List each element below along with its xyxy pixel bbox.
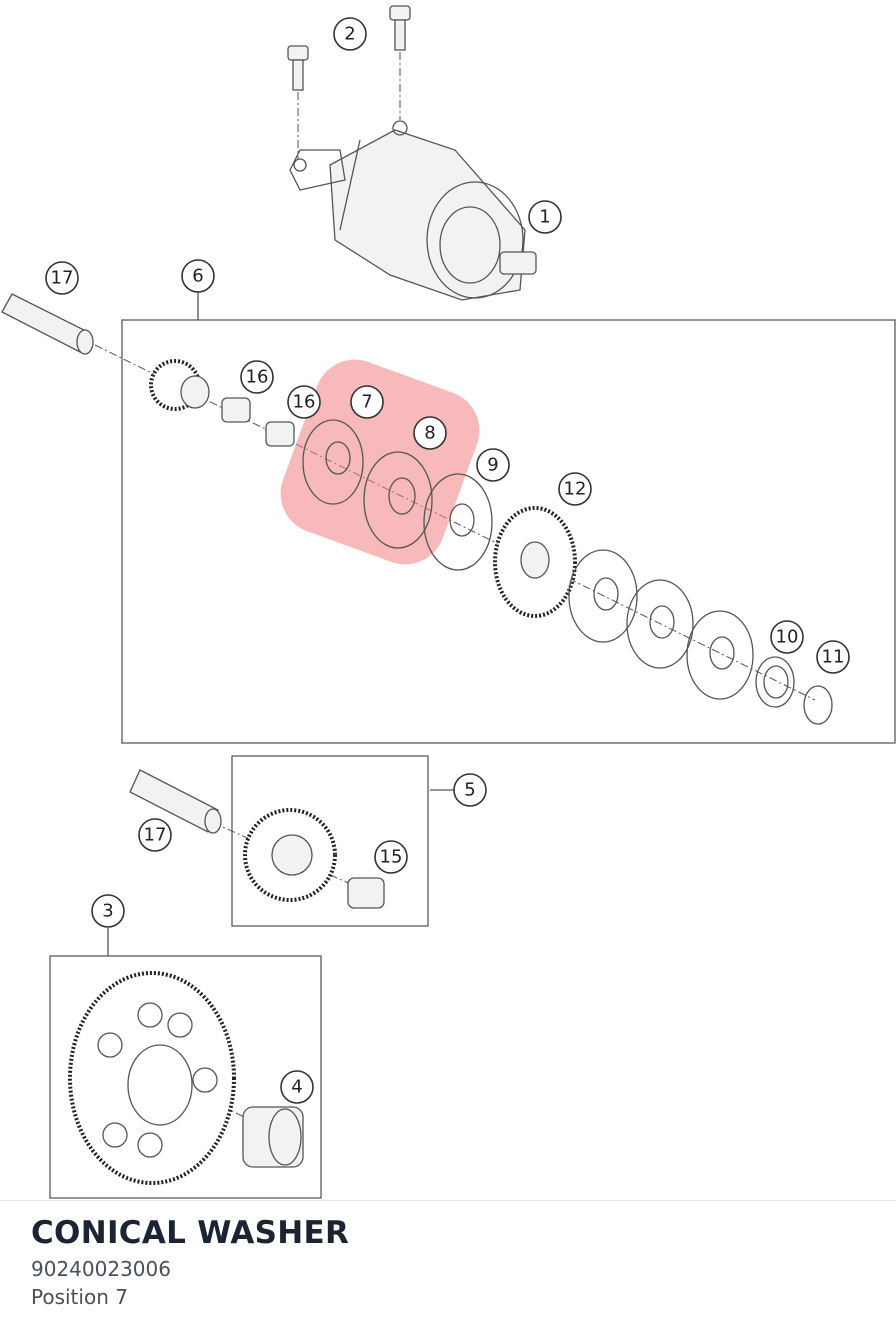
callout-5[interactable]: 5 [453,773,487,807]
callout-7[interactable]: 7 [350,385,384,419]
svg-text:7: 7 [361,392,372,413]
callout-12[interactable]: 12 [558,472,592,506]
svg-text:11: 11 [822,647,845,668]
conical-washer-7[interactable] [302,419,364,505]
pin-17-top[interactable] [1,293,94,355]
callout-16b[interactable]: 16 [287,385,321,419]
callout-15[interactable]: 15 [374,840,408,874]
callout-10[interactable]: 10 [770,620,804,654]
callout-17-top[interactable]: 17 [45,261,79,295]
svg-text:16: 16 [246,367,269,388]
washer-b[interactable] [626,579,694,669]
gear-group-5[interactable] [243,808,337,902]
group-box-3 [49,955,322,1199]
svg-text:15: 15 [380,847,403,868]
circlip-11[interactable] [803,685,833,725]
group-box-6 [121,319,896,744]
bolt-left[interactable] [287,45,309,160]
exploded-parts-diagram: 1 2 17 6 16 16 7 8 9 12 10 11 5 17 15 3 … [1,5,896,1199]
washer-c[interactable] [686,610,754,700]
svg-text:9: 9 [487,455,498,476]
washer-a[interactable] [568,549,638,643]
svg-text:8: 8 [424,423,435,444]
callout-3[interactable]: 3 [91,894,125,928]
needle-bearing-16a[interactable] [221,397,251,423]
svg-text:1: 1 [539,207,550,228]
svg-text:6: 6 [192,266,203,287]
callout-16a[interactable]: 16 [240,360,274,394]
assembly-axis [94,344,816,701]
callout-9[interactable]: 9 [476,448,510,482]
group-box-5 [231,755,429,927]
svg-text:4: 4 [291,1077,302,1098]
pin-17-bottom[interactable] [129,769,222,834]
pinion-gear[interactable] [149,359,210,411]
needle-bearing-4[interactable] [242,1106,304,1168]
svg-text:5: 5 [464,780,475,801]
gear-12[interactable] [493,506,577,618]
freewheel-gear-3[interactable] [68,971,236,1185]
part-name: CONICAL WASHER [31,1215,350,1251]
starter-motor[interactable] [289,120,537,301]
svg-text:12: 12 [564,479,587,500]
svg-text:16: 16 [293,392,316,413]
selection-highlight [280,359,480,565]
washer-9[interactable] [423,473,493,571]
svg-text:17: 17 [144,825,167,846]
callout-1[interactable]: 1 [528,200,562,234]
bolt-right[interactable] [389,5,411,120]
needle-bearing-15[interactable] [347,877,385,909]
svg-text:10: 10 [776,627,799,648]
callout-4[interactable]: 4 [280,1070,314,1104]
part-info-panel: CONICAL WASHER 90240023006 Position 7 [0,1200,896,1336]
part-number: 90240023006 [31,1257,171,1281]
callout-17-bottom[interactable]: 17 [138,818,172,852]
callout-2[interactable]: 2 [333,17,367,51]
svg-text:3: 3 [102,901,113,922]
callout-11[interactable]: 11 [816,640,850,674]
callout-6[interactable]: 6 [181,259,215,293]
svg-text:17: 17 [51,268,74,289]
callout-8[interactable]: 8 [413,416,447,450]
washer-10[interactable] [755,656,795,708]
part-position: Position 7 [31,1285,128,1309]
washer-8[interactable] [363,451,433,549]
svg-text:2: 2 [344,24,355,45]
needle-bearing-16b[interactable] [265,421,295,447]
